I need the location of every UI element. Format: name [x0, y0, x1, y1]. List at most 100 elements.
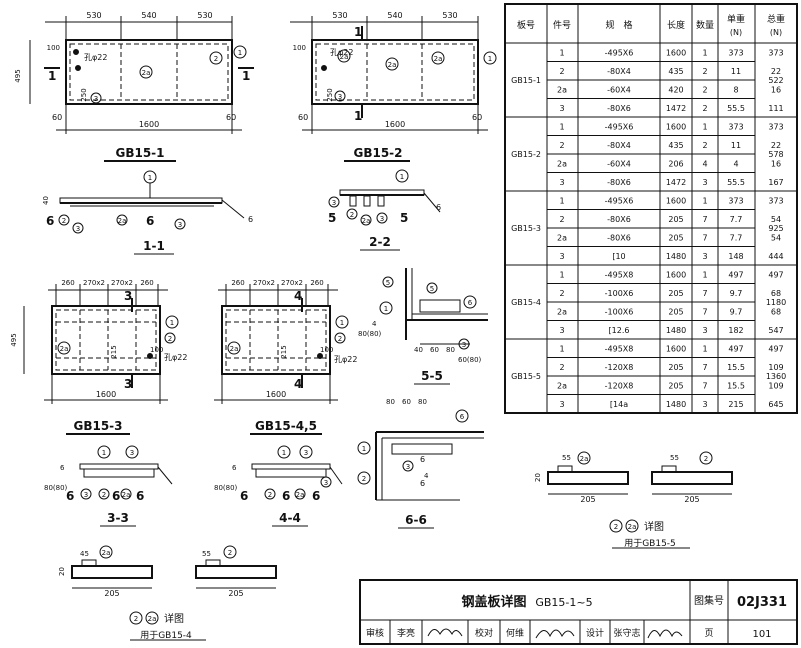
table-cell-3-2-1: -100X6: [605, 308, 634, 317]
gb15-45-dim-1: 260: [231, 279, 244, 287]
gb15-45-width: 1600: [266, 390, 286, 399]
gb15-1-side-c-l: 60: [52, 113, 62, 122]
dl-dim-b: 55: [202, 550, 211, 558]
dl-label-c2a: 2a: [148, 615, 157, 623]
gb15-45-dim-4: 260: [310, 279, 323, 287]
table-cell-4-3-1: [14a: [610, 400, 628, 409]
table-total-3: 1180: [766, 298, 786, 307]
table-cell-3-0-4: 497: [728, 271, 743, 280]
table-cell-2-1-5: 54: [771, 215, 781, 224]
dr-dim-a: 55: [562, 454, 571, 462]
gb15-2-side-a: 100: [293, 44, 306, 52]
dl-note: 用于GB15-4: [140, 630, 192, 641]
table-cell-1-0-5: 373: [768, 123, 783, 132]
s66-c2: 2: [362, 475, 366, 483]
dr-c2a: 2a: [580, 455, 589, 463]
gb15-3-dim-2: 270x2: [83, 279, 105, 287]
gb15-2-dim-2: 540: [387, 11, 402, 20]
s55-dim-1: 40: [414, 346, 423, 354]
table-cell-1-0-4: 373: [728, 123, 743, 132]
gb15-3-hole: 孔φ22: [164, 353, 187, 362]
gb15-1-c2a: 2a: [142, 69, 151, 77]
table-cell-2-3-5: 444: [768, 252, 783, 261]
title-sub: GB15-1~5: [535, 596, 592, 609]
table-cell-0-2-1: -60X4: [607, 86, 631, 95]
plan-gb15-2: 530 540 530 1 1 100 250 孔φ22 1600 60 60 …: [290, 11, 497, 162]
table-cell-1-3-5: 167: [768, 178, 783, 187]
gb15-1-dim-1: 530: [86, 11, 101, 20]
dl-side: 20: [58, 567, 66, 576]
s22-num6: 6: [436, 203, 441, 212]
s55-c1: 1: [384, 305, 388, 313]
table-cell-1-1-2: 435: [668, 141, 683, 150]
table-cell-2-0-5: 373: [768, 197, 783, 206]
section-5-5: 40 60 80 60(80) 80(80) 4 5 1 6 5 3 5-5: [358, 268, 488, 385]
dl-width-b: 205: [228, 589, 243, 598]
gb15-45-c1: 1: [340, 319, 344, 327]
table-cell-0-2-5: 16: [771, 86, 781, 95]
s11-c3b: 3: [178, 221, 182, 229]
table-cell-2-3-1: [10: [612, 252, 625, 261]
table-cell-1-0-2: 1600: [666, 123, 686, 132]
th-part: 件号: [553, 19, 571, 31]
gb15-2-hole: 孔φ22: [330, 48, 353, 57]
s22-c2a: 2a: [362, 217, 371, 225]
table-cell-4-1-1: -120X8: [605, 363, 634, 372]
table-cell-4-3-3: 3: [702, 400, 707, 409]
table-cell-4-1-5: 109: [768, 363, 783, 372]
table-cell-0-0-2: 1600: [666, 49, 686, 58]
gb15-3-title: GB15-3: [73, 419, 122, 433]
s66-num6-b: 6: [420, 479, 425, 488]
s66-dim-1: 80: [386, 398, 395, 406]
table-cell-3-1-5: 68: [771, 289, 781, 298]
table-cell-0-1-4: 11: [731, 67, 741, 76]
page-number: 101: [752, 629, 771, 640]
table-cell-0-3-2: 1472: [666, 104, 686, 113]
s33-num6-r: 6: [136, 489, 144, 503]
gb15-2-side-c-l: 60: [298, 113, 308, 122]
s11-c2a: 2a: [118, 217, 127, 225]
plan-gb15-3: 260 270x2 270x2 260 495 3 3 100 215 孔φ22…: [10, 279, 187, 435]
plan-gb15-45: 260 270x2 270x2 260 4 4 100 215 孔φ22 160…: [214, 279, 357, 435]
table-cell-2-0-2: 1600: [666, 197, 686, 206]
gb15-3-width: 1600: [96, 390, 116, 399]
s44-num6-r: 6: [312, 489, 320, 503]
page-label: 页: [704, 628, 713, 639]
table-cell-0-1-1: -80X4: [607, 67, 631, 76]
s22-title: 2-2: [369, 235, 391, 249]
table-cell-1-2-0: 2a: [557, 160, 567, 169]
gb15-1-height: 495: [14, 69, 22, 82]
table-cell-4-0-2: 1600: [666, 345, 686, 354]
gb15-45-dim-2: 270x2: [253, 279, 275, 287]
gb15-45-hole: 孔φ22: [334, 355, 357, 364]
s22-c1: 1: [400, 173, 404, 181]
s22-c3b: 3: [380, 215, 384, 223]
s66-num6-a: 6: [420, 455, 425, 464]
gb15-45-c2: 2: [338, 335, 342, 343]
table-cell-0-1-5: 22: [771, 67, 781, 76]
table-cell-2-2-5: 54: [771, 234, 781, 243]
table-cell-4-0-1: -495X8: [605, 345, 634, 354]
dr-c2: 2: [704, 455, 708, 463]
gb15-1-section-mark-left: 1: [48, 69, 56, 83]
table-cell-3-1-2: 205: [668, 289, 683, 298]
table-cell-2-2-3: 7: [702, 234, 707, 243]
s55-num4: 4: [372, 320, 377, 328]
table-cell-1-3-0: 3: [559, 178, 564, 187]
s11-num40: 40: [42, 196, 50, 205]
s33-c1: 1: [102, 449, 106, 457]
check-label: 校对: [475, 627, 493, 639]
s55-dim80: 80(80): [358, 330, 382, 338]
detail-gb15-4: 45 55 20 205 205 2a 2 2 2a 详图 用于GB15-4: [58, 545, 277, 641]
gb15-3-dim-3: 270x2: [111, 279, 133, 287]
table-board-4: GB15-5: [511, 372, 541, 381]
s22-c3: 3: [332, 199, 336, 207]
gb15-3-side-a: 100: [150, 346, 163, 354]
table-cell-2-2-4: 7.7: [730, 234, 743, 243]
title-block: 钢盖板详图 GB15-1~5 图集号 02J331 审核 李亮 校对 何维 设计…: [359, 579, 798, 645]
table-cell-2-1-1: -80X6: [607, 215, 631, 224]
section-2-2: 1 3 2 2a 3 5 5 6 2-2: [328, 169, 441, 251]
s44-c3: 3: [304, 449, 308, 457]
s66-c6: 6: [460, 413, 465, 421]
dl-width-a: 205: [104, 589, 119, 598]
